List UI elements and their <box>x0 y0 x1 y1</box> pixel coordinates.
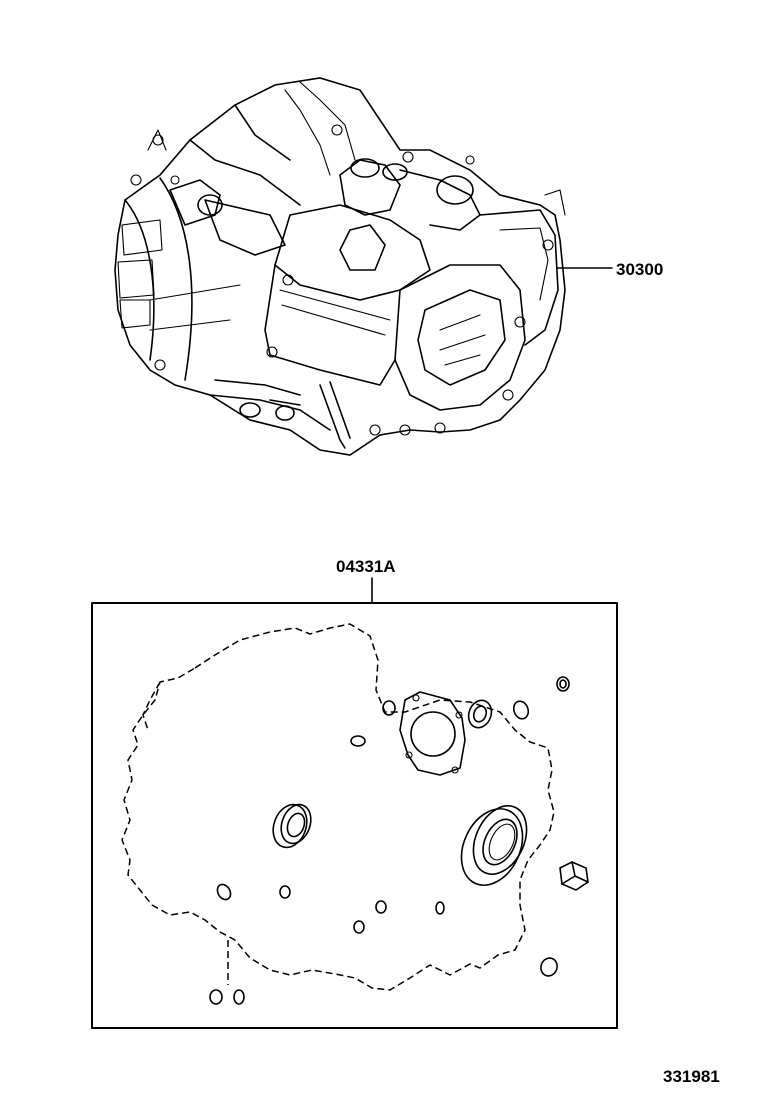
plug <box>559 861 589 891</box>
transaxle-assembly-illustration[interactable] <box>114 77 566 456</box>
oil-seal-upper <box>467 699 493 729</box>
part-number-30300[interactable]: 30300 <box>616 260 663 279</box>
diagram-id: 331981 <box>663 1067 720 1086</box>
case-gasket-outline <box>121 623 555 991</box>
o-rings <box>209 676 570 1005</box>
gasket-kit-frame <box>91 602 618 1029</box>
retainer-gasket <box>399 691 466 776</box>
part-number-04331A[interactable]: 04331A <box>336 557 396 576</box>
oil-seal-small <box>272 803 312 849</box>
oil-seal-large <box>460 805 528 886</box>
gasket-kit-illustration[interactable] <box>121 623 589 1005</box>
